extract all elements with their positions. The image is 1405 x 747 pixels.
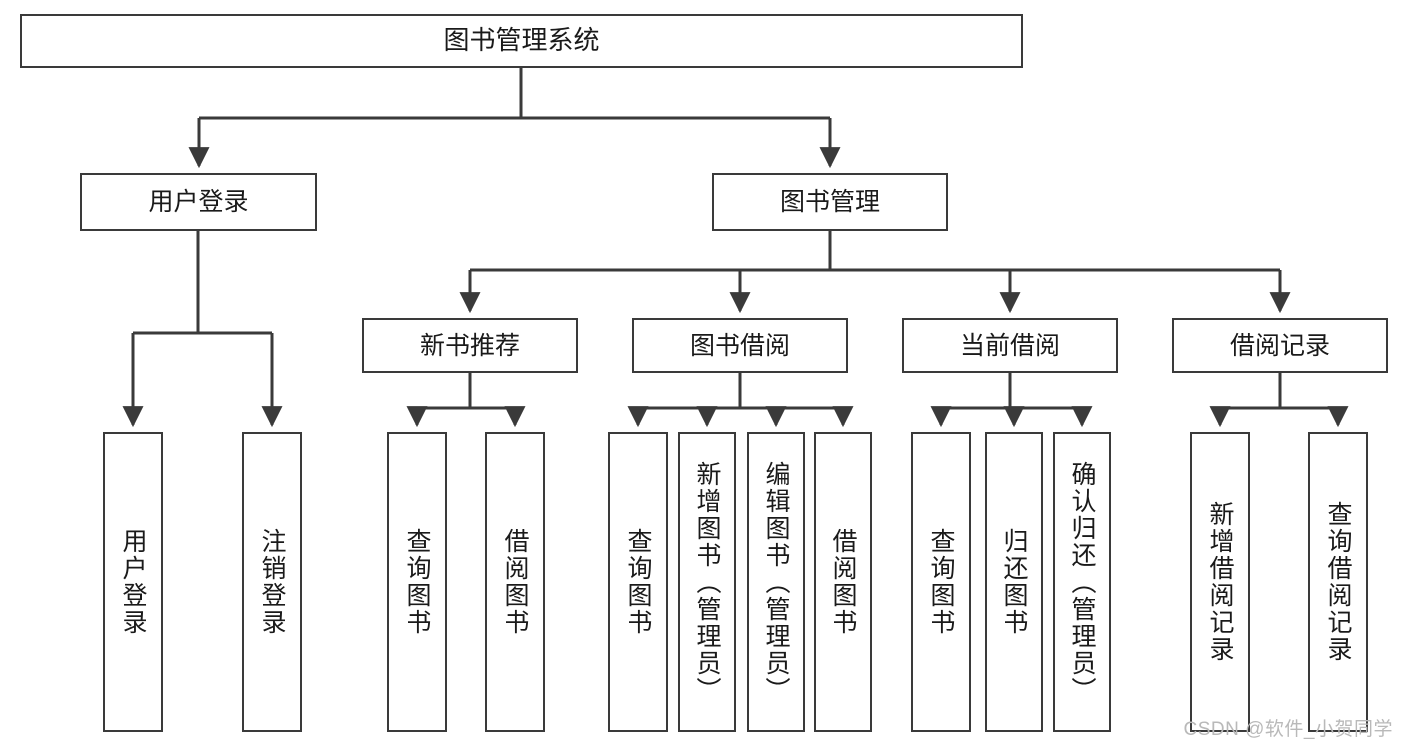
node-user-login[interactable]: 用户登录 (80, 173, 317, 231)
leaf-label: 查询借阅记录 (1324, 501, 1352, 663)
leaf-edit-book-admin[interactable]: 编辑图书（管理员） (747, 432, 805, 732)
leaf-label: 归还图书 (1000, 528, 1028, 636)
leaf-label: 确认归还（管理员） (1068, 460, 1096, 704)
node-borrow-record[interactable]: 借阅记录 (1172, 318, 1388, 373)
leaf-confirm-return-admin[interactable]: 确认归还（管理员） (1053, 432, 1111, 732)
connector-borrow-record-to-leaves (1209, 373, 1349, 428)
connector-user-login-to-leaves (122, 231, 283, 428)
leaf-label: 新增借阅记录 (1206, 501, 1234, 663)
leaf-add-book-admin[interactable]: 新增图书（管理员） (678, 432, 736, 732)
node-new-book-recommend[interactable]: 新书推荐 (362, 318, 578, 373)
node-root-label: 图书管理系统 (443, 25, 600, 56)
leaf-label: 查询图书 (927, 528, 955, 636)
node-user-login-label: 用户登录 (148, 188, 249, 216)
connector-borrow-to-leaves (627, 373, 854, 428)
leaf-label: 借阅图书 (501, 528, 529, 636)
leaf-borrow-book[interactable]: 借阅图书 (814, 432, 872, 732)
node-current-borrow-label: 当前借阅 (959, 331, 1060, 360)
leaf-label: 借阅图书 (829, 528, 857, 636)
connector-book-manage-to-level3 (459, 231, 1291, 314)
leaf-return-book[interactable]: 归还图书 (985, 432, 1043, 732)
node-book-borrow[interactable]: 图书借阅 (632, 318, 848, 373)
leaf-label: 查询图书 (624, 528, 652, 636)
node-book-management-label: 图书管理 (779, 188, 880, 216)
watermark: CSDN @软件_小贺同学 (1183, 719, 1393, 740)
leaf-label: 新增图书（管理员） (693, 460, 721, 704)
connector-current-borrow-to-leaves (930, 373, 1093, 428)
node-current-borrow[interactable]: 当前借阅 (902, 318, 1118, 373)
leaf-label: 编辑图书（管理员） (762, 460, 790, 704)
node-book-management[interactable]: 图书管理 (712, 173, 948, 231)
leaf-borrow-book-new[interactable]: 借阅图书 (485, 432, 545, 732)
node-book-borrow-label: 图书借阅 (689, 331, 790, 360)
leaf-label: 用户登录 (119, 528, 147, 636)
leaf-label: 注销登录 (258, 528, 286, 636)
connector-new-book-to-leaves (406, 373, 526, 428)
leaf-label: 查询图书 (403, 528, 431, 636)
leaf-query-book[interactable]: 查询图书 (608, 432, 668, 732)
leaf-user-login[interactable]: 用户登录 (103, 432, 163, 732)
leaf-query-borrow-record[interactable]: 查询借阅记录 (1308, 432, 1368, 732)
leaf-query-book-new[interactable]: 查询图书 (387, 432, 447, 732)
node-root[interactable]: 图书管理系统 (20, 14, 1023, 68)
leaf-add-borrow-record[interactable]: 新增借阅记录 (1190, 432, 1250, 732)
node-new-book-recommend-label: 新书推荐 (419, 331, 520, 360)
leaf-query-book-current[interactable]: 查询图书 (911, 432, 971, 732)
leaf-logout[interactable]: 注销登录 (242, 432, 302, 732)
node-borrow-record-label: 借阅记录 (1229, 331, 1330, 360)
connector-root-to-level2 (188, 68, 841, 169)
